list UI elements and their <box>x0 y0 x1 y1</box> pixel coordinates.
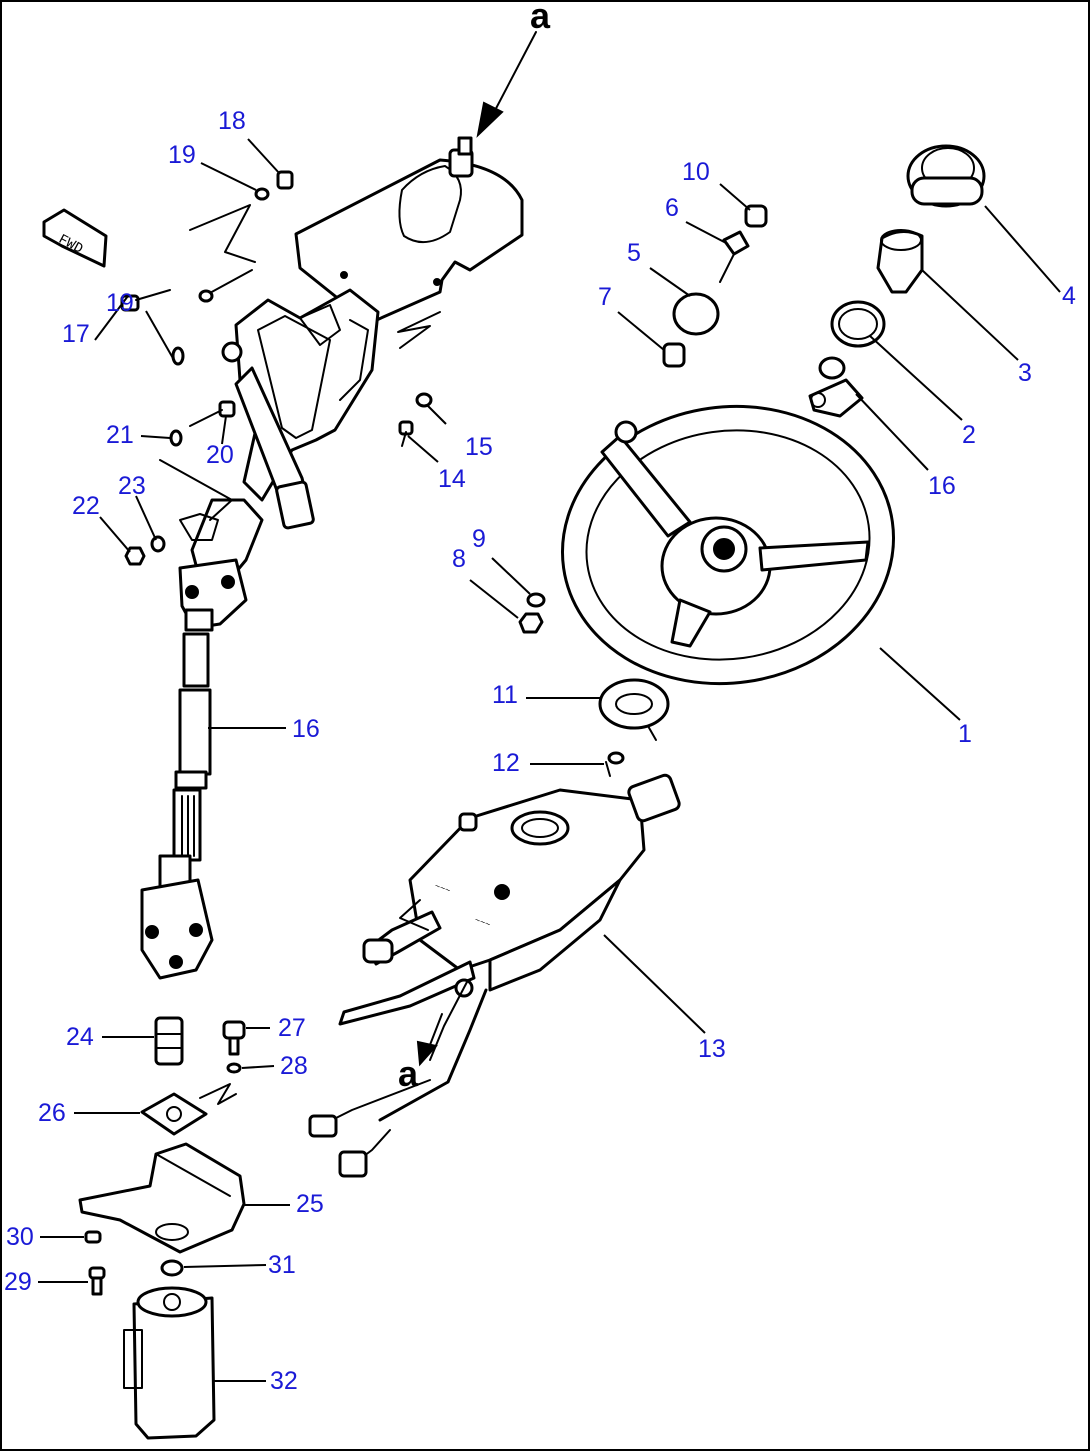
callout-25: 25 <box>296 1190 324 1218</box>
callout-24: 24 <box>66 1023 94 1051</box>
view-a-arrow-lower <box>416 1013 443 1067</box>
callout-7: 7 <box>598 283 612 311</box>
callout-3: 3 <box>1018 359 1032 387</box>
steering-shaft <box>140 498 264 980</box>
callout-28: 28 <box>280 1052 308 1080</box>
callout-19-lower: 19 <box>106 289 134 317</box>
bolts-29-30-31 <box>84 1230 184 1296</box>
horn-assembly <box>808 144 986 418</box>
callout-16-horn: 16 <box>928 472 956 500</box>
callout-18: 18 <box>218 107 246 135</box>
callout-21: 21 <box>106 421 134 449</box>
view-a-arrow-top <box>476 31 537 138</box>
callout-22: 22 <box>72 492 100 520</box>
callout-31: 31 <box>268 1251 296 1279</box>
wheel-nuts <box>518 592 546 634</box>
hub-hardware <box>662 204 768 368</box>
bolt-27-washer-28 <box>222 1020 246 1074</box>
callout-14: 14 <box>438 465 466 493</box>
callout-27: 27 <box>278 1014 306 1042</box>
callout-15: 15 <box>465 433 493 461</box>
callout-13: 13 <box>698 1035 726 1063</box>
tilt-bracket <box>221 288 380 530</box>
callout-29: 29 <box>4 1268 32 1296</box>
callout-6: 6 <box>665 194 679 222</box>
callout-20: 20 <box>206 441 234 469</box>
plate-26 <box>140 1083 237 1136</box>
callout-5: 5 <box>627 239 641 267</box>
callout-10: 10 <box>682 158 710 186</box>
callout-1: 1 <box>958 720 972 748</box>
callout-2: 2 <box>962 421 976 449</box>
callout-8: 8 <box>452 545 466 573</box>
callout-26: 26 <box>38 1099 66 1127</box>
screw-12 <box>605 751 625 777</box>
combination-switch: ~~~ ~~~ <box>308 773 681 1178</box>
column-cover <box>294 136 524 324</box>
callout-17: 17 <box>62 320 90 348</box>
fwd-direction-tag: FWD <box>42 208 108 268</box>
callout-19-upper: 19 <box>168 141 196 169</box>
view-letter-a-top: a <box>530 0 551 36</box>
callout-4: 4 <box>1062 282 1076 310</box>
view-letter-a-lower: a <box>398 1053 419 1094</box>
callout-30: 30 <box>6 1223 34 1251</box>
callout-12: 12 <box>492 749 520 777</box>
coupling-24 <box>154 1016 184 1066</box>
callout-9: 9 <box>472 525 486 553</box>
callout-16-shaft: 16 <box>292 715 320 743</box>
upper-hardware <box>120 170 441 566</box>
leader-lines <box>38 138 1061 1382</box>
bracket-25 <box>78 1142 246 1254</box>
steering-valve-32 <box>123 1286 216 1440</box>
steering-wheel <box>560 404 896 686</box>
callout-labels: 1 2 3 4 5 6 7 8 9 10 11 12 13 14 15 16 1… <box>4 107 1076 1395</box>
callout-32: 32 <box>270 1367 298 1395</box>
cancel-cam <box>598 678 670 741</box>
callout-23: 23 <box>118 472 146 500</box>
callout-11: 11 <box>492 681 518 709</box>
